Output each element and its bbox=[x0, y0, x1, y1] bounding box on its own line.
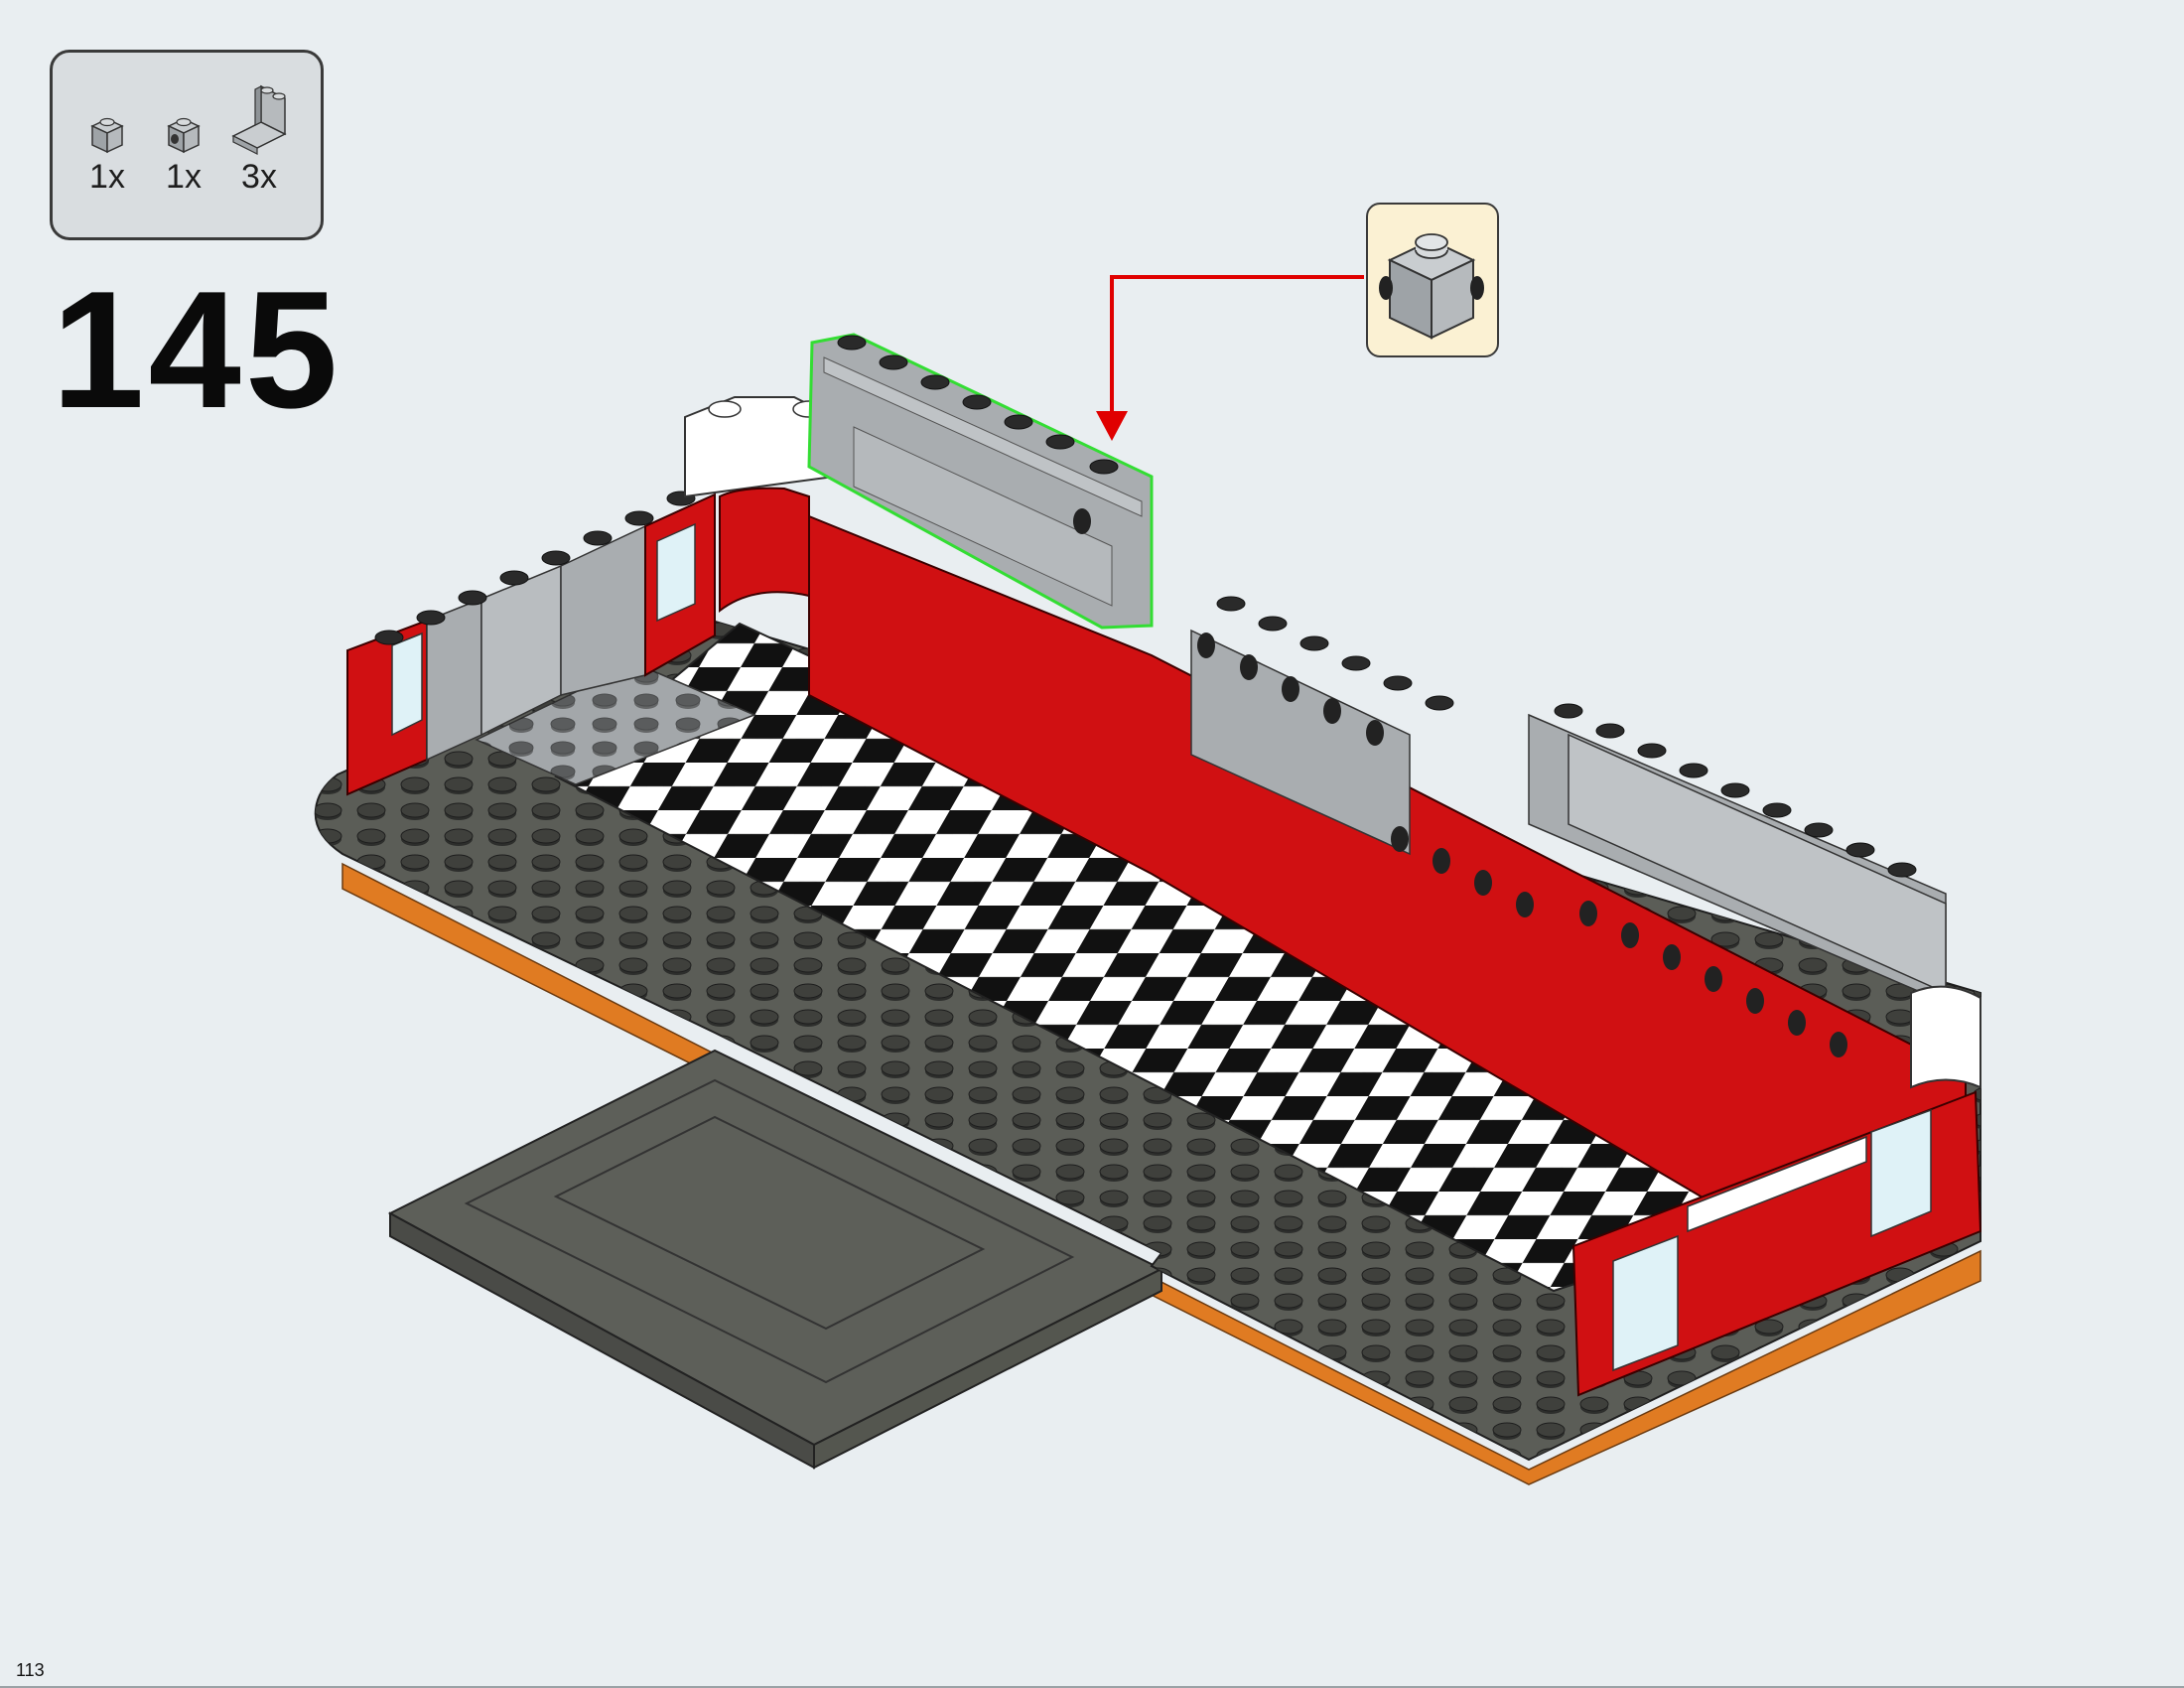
step-number: 145 bbox=[52, 256, 342, 443]
page-number: 113 bbox=[16, 1660, 45, 1680]
sub-assembly-callout bbox=[1366, 203, 1499, 357]
part-quantity: 3x bbox=[241, 158, 277, 196]
part-item: 1x bbox=[72, 110, 142, 197]
parts-list-box: 1x 1x 3x bbox=[50, 50, 324, 240]
light-gray-1x1-brick-with-stud-on-side-icon bbox=[167, 117, 201, 154]
part-item: 3x bbox=[224, 78, 294, 197]
part-quantity: 1x bbox=[166, 158, 202, 196]
part-quantity: 1x bbox=[89, 158, 125, 196]
part-item: 1x bbox=[149, 110, 218, 197]
light-gray-1x1-brick-icon bbox=[90, 117, 124, 154]
page-bottom-border bbox=[0, 1686, 2184, 1688]
light-gray-1x2x2-wall-element-icon bbox=[231, 84, 287, 155]
light-gray-1x1-brick-studs-on-two-sides-icon bbox=[1379, 233, 1484, 340]
